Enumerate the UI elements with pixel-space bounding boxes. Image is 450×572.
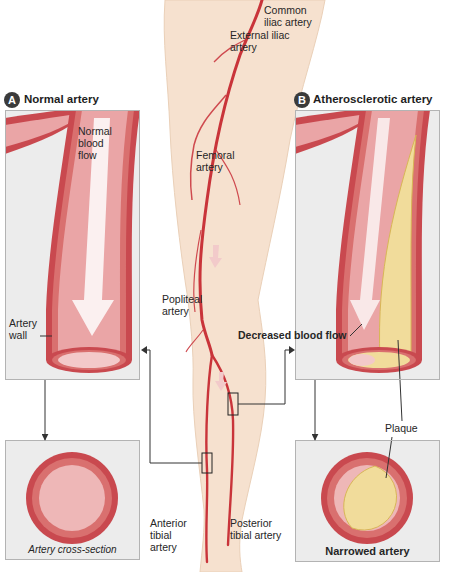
flow-arrow xyxy=(215,372,227,391)
node-text: Artery cross-section xyxy=(5,544,140,555)
part-label: Plaque xyxy=(385,423,435,435)
leader-line xyxy=(40,336,52,337)
artery-lumen xyxy=(348,110,418,360)
panel-background xyxy=(5,110,140,380)
node-text: Artery wall xyxy=(9,318,47,342)
artery-cut-face xyxy=(52,350,126,370)
blood-flow-arrow xyxy=(350,118,390,330)
leader-line xyxy=(386,437,392,478)
part-label: Femoral artery xyxy=(196,150,242,174)
box-frame xyxy=(295,440,440,562)
inset-background xyxy=(5,440,140,560)
anterior-tibial-vessel xyxy=(206,355,212,562)
section-marker xyxy=(202,453,212,473)
leader-arrowhead xyxy=(141,346,147,354)
posterior-tibial-vessel xyxy=(212,355,233,545)
artery-cut-lumen xyxy=(58,352,120,368)
part-label: External iliac artery xyxy=(230,30,292,54)
plaque-deposit xyxy=(344,466,397,530)
part-label: Popliteal artery xyxy=(162,294,212,318)
cross-section-wall xyxy=(321,452,413,544)
cross-section-wall xyxy=(26,452,118,544)
node-text: Normal blood flow xyxy=(78,126,114,161)
artery-cut-face xyxy=(336,347,422,373)
node-text: Narrowed artery xyxy=(295,545,440,557)
leader-line xyxy=(350,324,362,336)
part-label: Posterior tibial artery xyxy=(230,518,282,542)
part-label: Anterior tibial artery xyxy=(150,518,196,553)
panel-letter: A xyxy=(4,92,20,108)
artery-panel: Normal arteryNormal blood flowArtery wal… xyxy=(5,90,140,380)
artery-cut-face xyxy=(342,350,416,370)
plaque-cut-face xyxy=(348,352,410,368)
panel-badge: A xyxy=(4,92,20,108)
artery-lumen xyxy=(58,110,128,360)
box-frame xyxy=(5,440,140,560)
artery-cut-lumen xyxy=(349,354,375,366)
inset-background xyxy=(295,440,440,562)
cross-section-inset: Artery cross-section xyxy=(5,440,140,560)
cross-section-wall-inner xyxy=(32,458,112,538)
panel-letter: B xyxy=(294,92,310,108)
panel-heading: Normal artery xyxy=(24,93,139,106)
panel-heading: Atherosclerotic artery xyxy=(313,93,440,106)
leader-line xyxy=(147,350,202,463)
cross-section-lumen xyxy=(39,465,105,531)
cross-section-lumen xyxy=(334,465,400,531)
panel-badge: B xyxy=(294,92,310,108)
artery-wall xyxy=(336,110,430,360)
artery-branch xyxy=(186,330,203,352)
part-label: Common iliac artery xyxy=(264,5,326,29)
artery-cut-face xyxy=(46,347,132,373)
section-marker xyxy=(228,393,238,415)
main-artery xyxy=(200,0,262,355)
flow-arrow xyxy=(209,245,222,268)
cross-section-wall-inner xyxy=(327,458,407,538)
section-arrow xyxy=(45,380,46,440)
cross-section-inset: Narrowed artery xyxy=(295,440,440,562)
leader-line xyxy=(238,350,289,404)
artery-wall-inner xyxy=(52,110,134,360)
part-label: Decreased blood flow xyxy=(238,330,358,342)
normal-artery-drawing xyxy=(5,110,140,373)
artery-wall xyxy=(46,110,140,360)
leader-line xyxy=(398,340,402,421)
blood-flow-arrow xyxy=(72,118,114,336)
artery-wall-inner xyxy=(342,110,424,360)
section-arrow xyxy=(315,380,316,440)
